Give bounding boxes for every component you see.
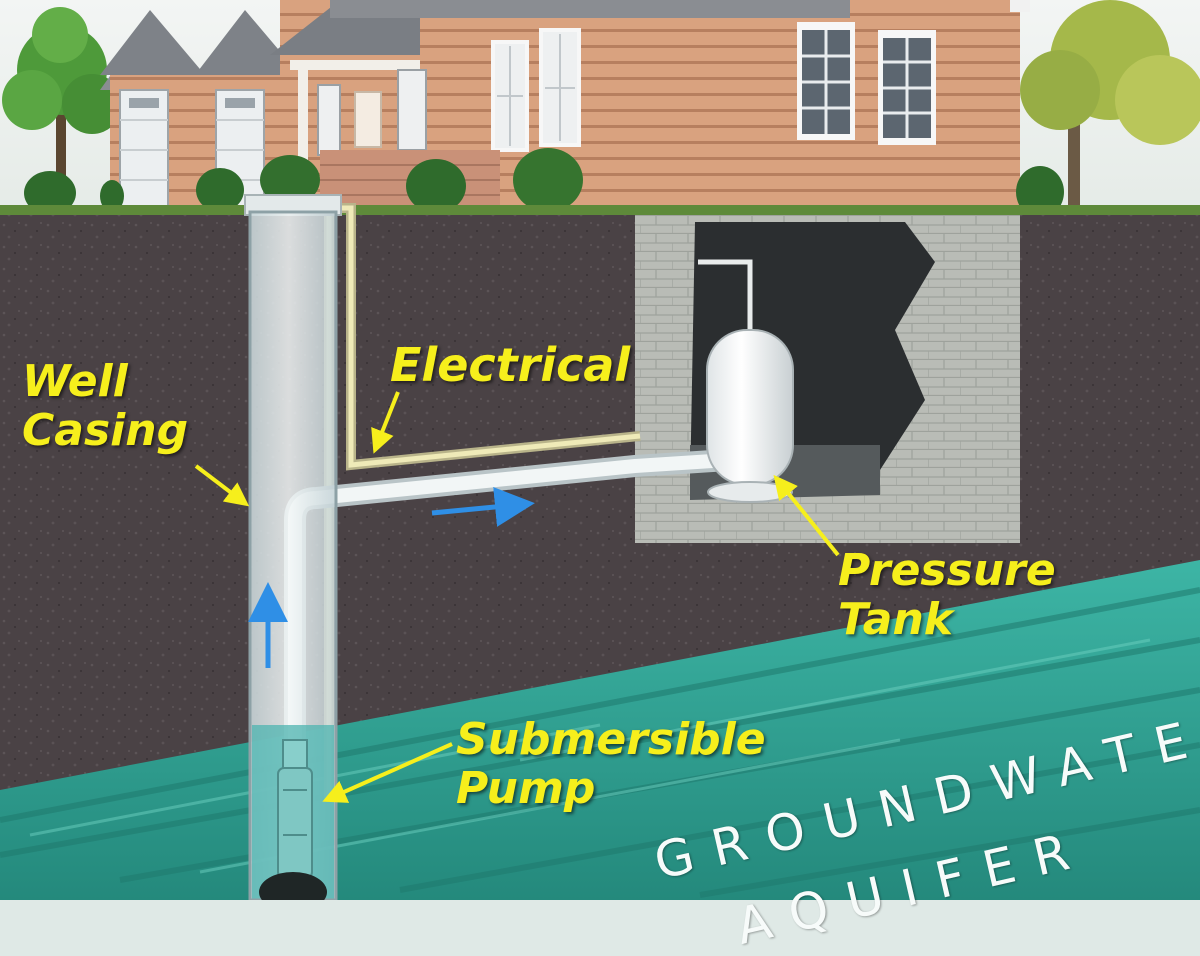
label-well-casing: Well Casing <box>22 357 188 456</box>
aquifer-texture <box>0 587 1200 898</box>
label-electrical: Electrical <box>390 338 631 392</box>
basement <box>635 215 1020 543</box>
label-electrical-text: Electrical <box>390 338 631 392</box>
leader-lines <box>194 391 840 803</box>
house <box>100 0 1030 215</box>
label-pressure-tank: Pressure Tank <box>838 546 1056 645</box>
tree-right <box>1020 0 1200 215</box>
label-submersible-pump-line2: Pump <box>456 763 596 815</box>
label-pressure-tank-line1: Pressure <box>838 545 1056 596</box>
label-pressure-tank-line2: Tank <box>838 594 954 646</box>
leader-submersible-pump <box>322 742 453 803</box>
leader-pressure-tank <box>773 474 840 557</box>
label-well-casing-line1: Well <box>22 356 128 407</box>
label-submersible-pump: Submersible Pump <box>456 715 766 814</box>
tree-left <box>2 7 122 210</box>
label-submersible-pump-line1: Submersible <box>456 714 766 765</box>
label-well-casing-line2: Casing <box>22 405 189 457</box>
diagram-illustration <box>0 0 1200 912</box>
leader-electrical <box>371 391 400 454</box>
leader-well-casing <box>194 464 250 507</box>
arrow-right-icon <box>431 487 535 527</box>
